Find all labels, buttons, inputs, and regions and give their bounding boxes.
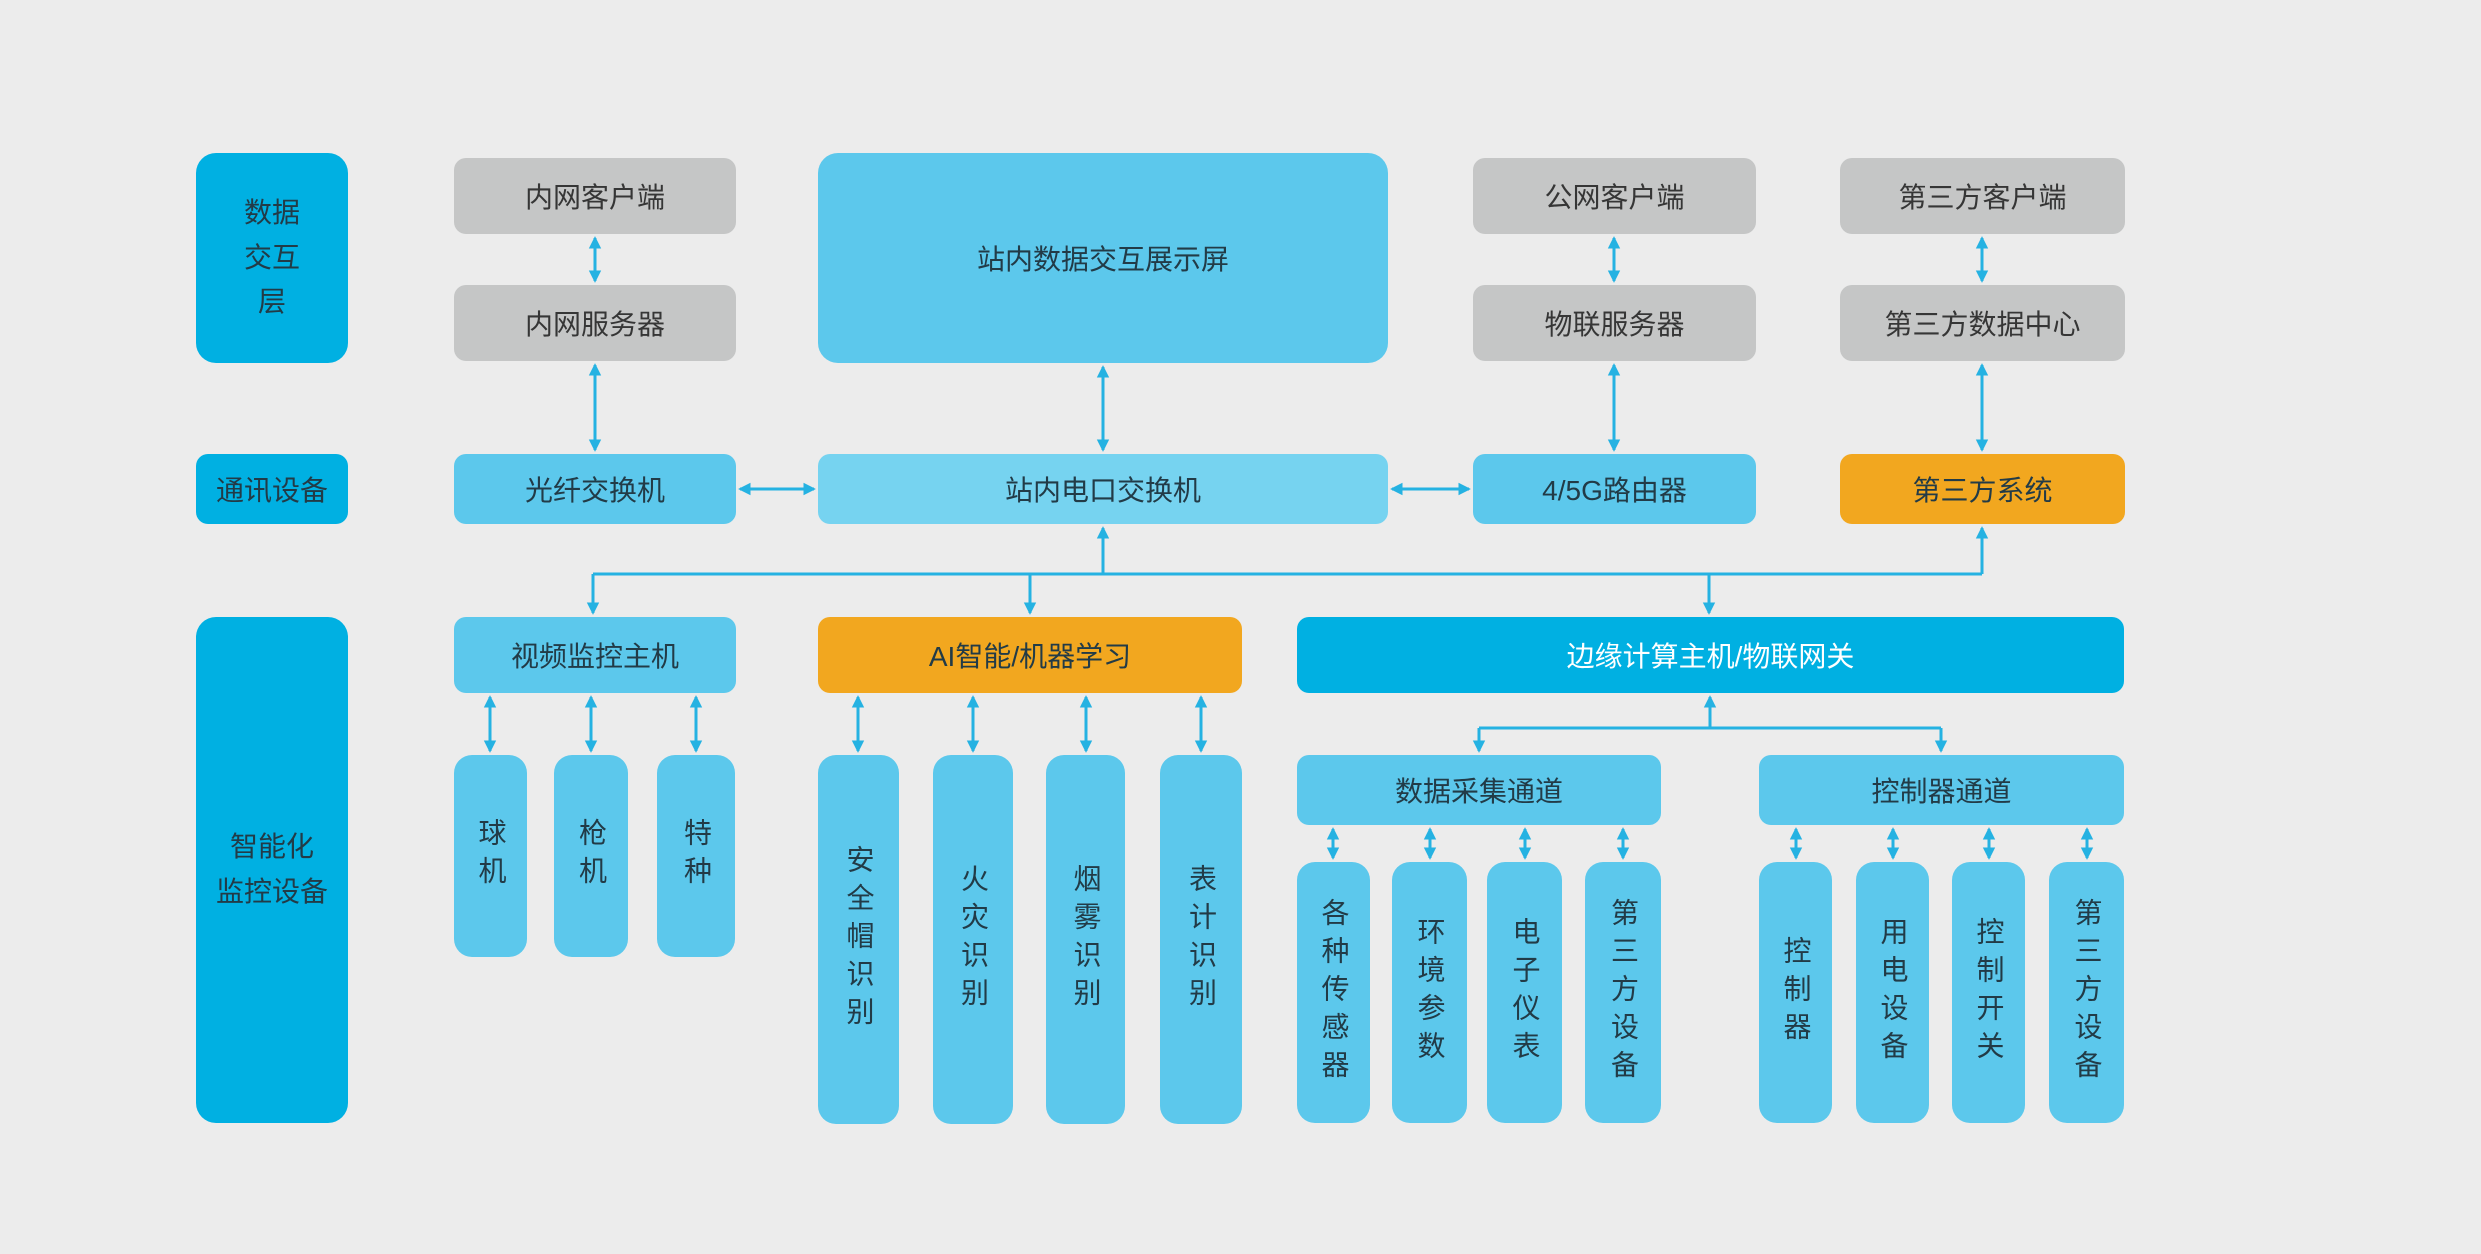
controller-label: 控制器: [1780, 935, 1812, 1050]
third-party-device-data-label: 第三方设备: [1608, 897, 1639, 1088]
node-display-screen: 站内数据交互展示屏: [818, 153, 1388, 363]
node-meter-recognition: 表计识别: [1160, 755, 1242, 1124]
node-third-party-device-data: 第三方设备: [1585, 862, 1661, 1123]
sensors-label: 各种传感器: [1318, 897, 1350, 1088]
node-edge-gateway: 边缘计算主机/物联网关: [1297, 617, 2124, 693]
layer-communication-devices: 通讯设备: [196, 454, 348, 524]
node-public-client: 公网客户端: [1473, 158, 1756, 234]
meter-recognition-label: 表计识别: [1186, 863, 1217, 1016]
smoke-recognition-label: 烟雾识别: [1070, 863, 1102, 1016]
node-fiber-switch: 光纤交换机: [454, 454, 736, 524]
node-environment-params: 环境参数: [1392, 862, 1467, 1123]
node-intranet-server: 内网服务器: [454, 285, 736, 361]
node-camera-bullet: 枪机: [554, 755, 628, 957]
node-fire-recognition: 火灾识别: [933, 755, 1013, 1124]
node-third-party-system: 第三方系统: [1840, 454, 2125, 524]
node-control-switch: 控制开关: [1952, 862, 2025, 1123]
control-switch-label: 控制开关: [1973, 916, 2005, 1069]
camera-bullet-label: 枪机: [576, 818, 607, 894]
node-sensors: 各种传感器: [1297, 862, 1370, 1123]
node-third-party-device-control: 第三方设备: [2049, 862, 2124, 1123]
node-router-4-5g: 4/5G路由器: [1473, 454, 1756, 524]
helmet-recognition-label: 安全帽识别: [843, 844, 875, 1035]
environment-params-label: 环境参数: [1414, 916, 1446, 1069]
third-party-device-control-label: 第三方设备: [2071, 897, 2103, 1088]
camera-special-label: 特种: [681, 818, 712, 894]
node-third-party-datacenter: 第三方数据中心: [1840, 285, 2125, 361]
power-devices-label: 用电设备: [1877, 916, 1909, 1069]
node-video-host: 视频监控主机: [454, 617, 736, 693]
node-iot-server: 物联服务器: [1473, 285, 1756, 361]
node-data-channel: 数据采集通道: [1297, 755, 1661, 825]
node-helmet-recognition: 安全帽识别: [818, 755, 899, 1124]
camera-dome-label: 球机: [475, 818, 507, 894]
node-intranet-client: 内网客户端: [454, 158, 736, 234]
node-ai-ml: AI智能/机器学习: [818, 617, 1242, 693]
fire-recognition-label: 火灾识别: [958, 863, 989, 1016]
node-station-switch: 站内电口交换机: [818, 454, 1388, 524]
node-third-party-client: 第三方客户端: [1840, 158, 2125, 234]
electronic-meters-label: 电子仪表: [1509, 916, 1541, 1069]
node-electronic-meters: 电子仪表: [1487, 862, 1562, 1123]
node-controller: 控制器: [1759, 862, 1832, 1123]
layer-data-interaction: 数据 交互 层: [196, 153, 348, 363]
node-controller-channel: 控制器通道: [1759, 755, 2124, 825]
node-smoke-recognition: 烟雾识别: [1046, 755, 1125, 1124]
node-camera-dome: 球机: [454, 755, 527, 957]
node-power-devices: 用电设备: [1856, 862, 1929, 1123]
layer-intelligent-monitoring: 智能化 监控设备: [196, 617, 348, 1123]
node-camera-special: 特种: [657, 755, 735, 957]
